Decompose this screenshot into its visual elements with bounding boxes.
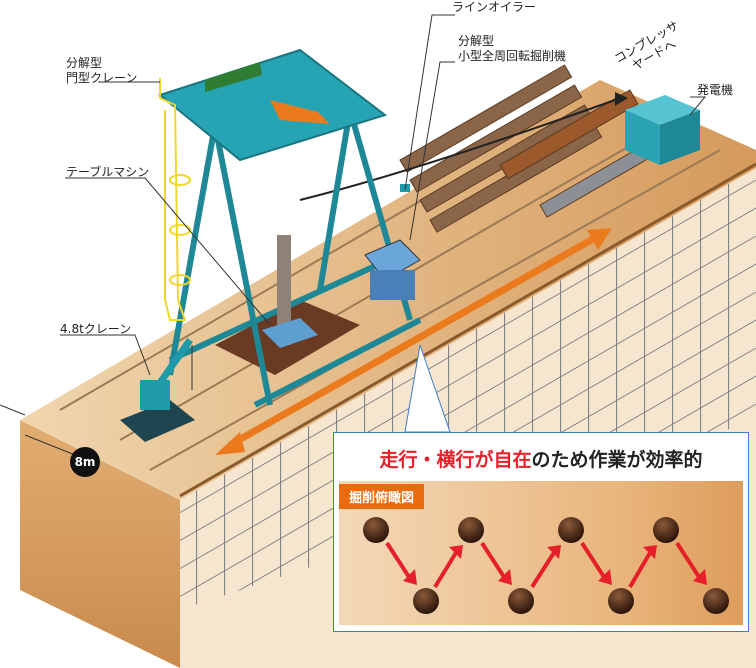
label-generator: 発電機 bbox=[697, 83, 734, 97]
travel-direction-arrow bbox=[215, 228, 612, 455]
lattice-retaining-frame bbox=[180, 168, 756, 610]
traverse-arrow-icon bbox=[205, 62, 262, 92]
excavation-overview-panel: 掘削俯瞰図 bbox=[339, 481, 743, 625]
crawler-crane bbox=[120, 337, 195, 442]
ground-left-face bbox=[20, 420, 180, 668]
label-line-oiler: ラインオイラー bbox=[452, 0, 537, 14]
label-gantry-crane: 分解型 門型クレーン bbox=[66, 56, 137, 86]
excavation-holes bbox=[363, 517, 729, 614]
label-gantry-line1: 分解型 bbox=[66, 56, 103, 70]
arrow-icon bbox=[615, 92, 628, 106]
label-excavator-line2: 小型全周回転掘削機 bbox=[458, 49, 567, 63]
headline-highlight: 走行・横行が自在 bbox=[379, 449, 532, 471]
table-machine bbox=[262, 318, 318, 348]
travel-arrow-icon bbox=[270, 100, 330, 124]
label-excavator-line1: 分解型 bbox=[458, 34, 495, 48]
callout-headline: 走行・横行が自在のため作業が効率的 bbox=[334, 445, 748, 472]
label-excavator: 分解型 小型全周回転掘削機 bbox=[458, 34, 566, 64]
generator bbox=[625, 95, 700, 165]
compressor-hose bbox=[299, 99, 616, 201]
excavator-base bbox=[370, 270, 415, 300]
gantry-crane bbox=[167, 109, 422, 408]
callout-box: 走行・横行が自在のため作業が効率的 掘削俯瞰図 bbox=[333, 432, 749, 632]
leader-lines bbox=[0, 14, 707, 456]
headline-rest: のため作業が効率的 bbox=[531, 449, 703, 471]
excavation-order-arrows bbox=[385, 541, 701, 589]
excavation-pattern bbox=[363, 517, 729, 614]
label-gantry-line2: 門型クレーン bbox=[66, 71, 138, 85]
label-crawler-crane: 4.8tクレーン bbox=[60, 322, 132, 336]
casing-pipe bbox=[277, 235, 291, 345]
panel-tag: 掘削俯瞰図 bbox=[339, 484, 425, 509]
width-badge: 8m bbox=[70, 447, 100, 477]
label-table-machine: テーブルマシン bbox=[66, 165, 150, 179]
crane-ladder bbox=[159, 78, 191, 321]
steel-casing-pipes bbox=[399, 64, 661, 233]
